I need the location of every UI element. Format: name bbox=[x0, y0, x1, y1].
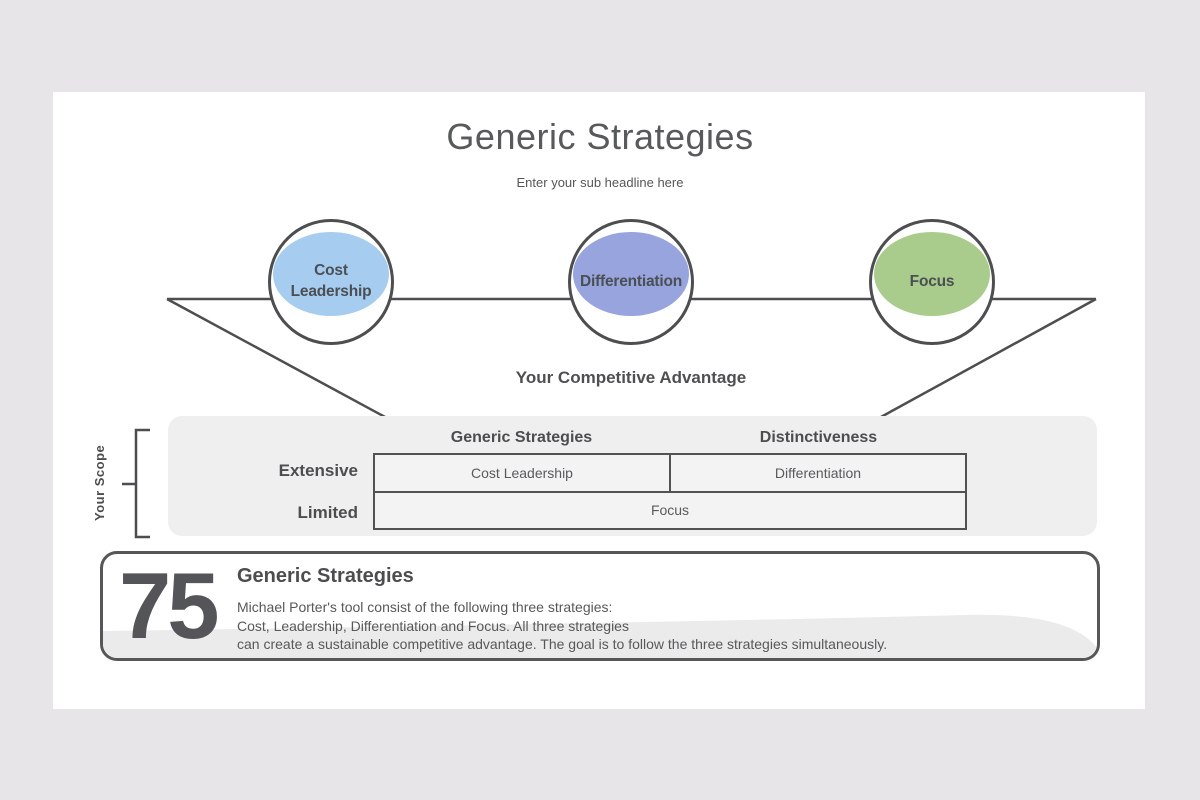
row-label-extensive: Extensive bbox=[278, 461, 358, 480]
description-line: Michael Porter's tool consist of the fol… bbox=[237, 599, 613, 615]
description-line: Cost, Leadership, Differentiation and Fo… bbox=[237, 617, 629, 634]
differentiation-label: Differentiation bbox=[579, 272, 683, 290]
cell-differentiation: Differentiation bbox=[669, 455, 965, 491]
slide-subtitle: Enter your sub headline here bbox=[516, 175, 684, 190]
wave-decoration bbox=[103, 614, 1097, 658]
strategy-circle-differentiation: Differentiation bbox=[568, 219, 694, 345]
cost-leadership-fill-shape bbox=[273, 232, 389, 316]
competitive-advantage-label: Your Competitive Advantage bbox=[515, 368, 747, 387]
strategy-circle-cost-leadership: Cost Leadership bbox=[268, 219, 394, 345]
table-row: Focus bbox=[375, 490, 965, 529]
slide-number: 75 bbox=[119, 553, 220, 658]
strategy-grid: Cost Leadership Differentiation Focus bbox=[373, 453, 967, 530]
focus-label: Focus bbox=[909, 272, 955, 290]
focus-fill-shape bbox=[874, 232, 990, 316]
description-text-block: Generic Strategies Michael Porter's tool… bbox=[237, 565, 887, 654]
cell-cost-leadership: Cost Leadership bbox=[471, 464, 573, 481]
slide-title: Generic Strategies bbox=[446, 116, 754, 157]
description-heading: Generic Strategies bbox=[237, 565, 414, 587]
scope-axis-label: Your Scope bbox=[92, 444, 107, 522]
description-line: can create a sustainable competitive adv… bbox=[237, 636, 888, 652]
table-row: Cost Leadership Differentiation bbox=[375, 455, 965, 491]
differentiation-fill-shape bbox=[573, 232, 689, 316]
column-header-distinctiveness: Distinctiveness bbox=[759, 429, 878, 446]
strategy-circle-focus: Focus bbox=[869, 219, 995, 345]
description-paragraph: Michael Porter's tool consist of the fol… bbox=[237, 598, 887, 654]
cost-leadership-label: Cost Leadership bbox=[290, 262, 372, 300]
column-header-generic-strategies: Generic Strategies bbox=[450, 429, 593, 446]
cell-focus: Focus bbox=[650, 502, 690, 519]
row-label-limited: Limited bbox=[297, 503, 358, 522]
strategy-table-panel: Generic Strategies Distinctiveness Exten… bbox=[168, 416, 1097, 536]
description-card: 75 Generic Strategies Michael Porter's t… bbox=[100, 551, 1100, 661]
